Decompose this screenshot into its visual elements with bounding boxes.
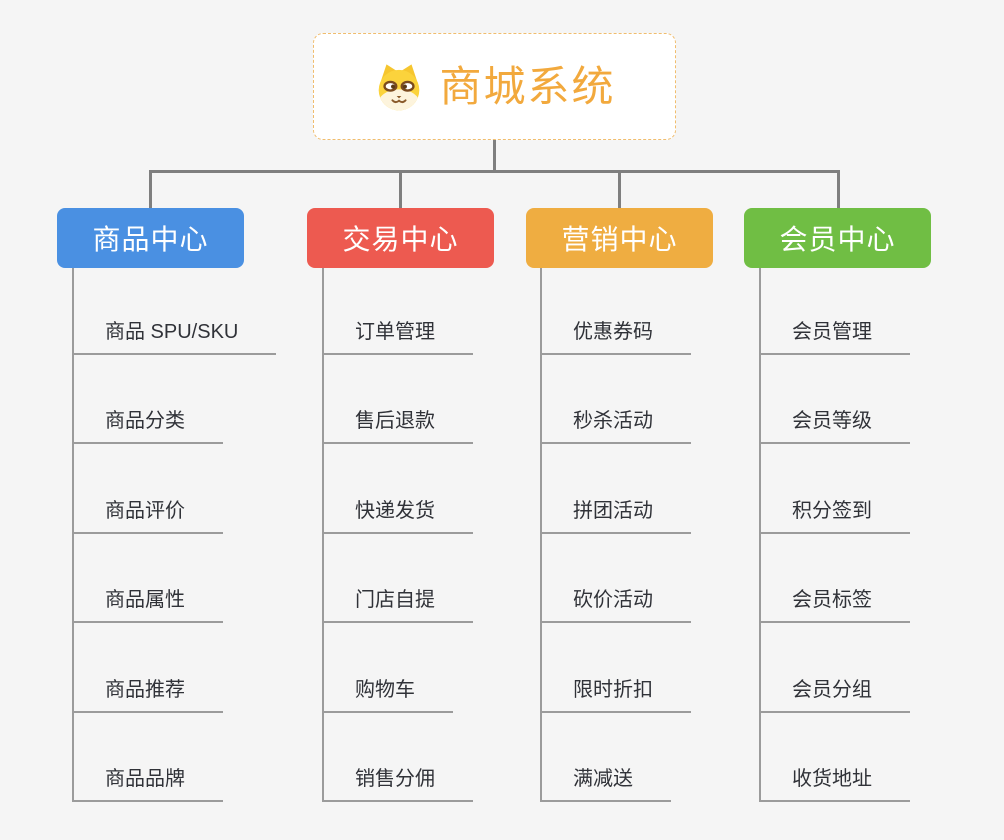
branch-label: 会员中心	[779, 224, 896, 255]
connector-children-line-product	[72, 266, 74, 802]
leaf-node[interactable]: 优惠券码	[540, 320, 691, 355]
leaf-node[interactable]: 限时折扣	[540, 678, 691, 713]
connector-children-line-trade	[322, 266, 324, 802]
leaf-node[interactable]: 会员等级	[759, 409, 910, 444]
leaf-node[interactable]: 会员分组	[759, 678, 910, 713]
leaf-node[interactable]: 秒杀活动	[540, 409, 691, 444]
connector-branch-stem-4	[837, 170, 840, 210]
connector-root-stem	[493, 140, 496, 172]
branch-node-product-center[interactable]: 商品中心	[57, 208, 244, 268]
leaf-node[interactable]: 订单管理	[322, 320, 473, 355]
leaf-node[interactable]: 商品分类	[72, 409, 223, 444]
root-title: 商城系统	[439, 62, 616, 110]
connector-branch-stem-1	[149, 170, 152, 210]
leaf-node[interactable]: 门店自提	[322, 588, 473, 623]
leaf-node[interactable]: 商品评价	[72, 499, 223, 534]
leaf-node[interactable]: 砍价活动	[540, 588, 691, 623]
leaf-node[interactable]: 购物车	[322, 678, 453, 713]
leaf-node[interactable]: 商品推荐	[72, 678, 223, 713]
dog-face-icon	[379, 63, 420, 110]
leaf-node[interactable]: 会员管理	[759, 320, 910, 355]
root-node[interactable]: 商城系统	[313, 33, 676, 140]
connector-branch-stem-3	[618, 170, 621, 210]
leaf-node[interactable]: 满减送	[540, 767, 671, 802]
leaf-node[interactable]: 商品属性	[72, 588, 223, 623]
leaf-node[interactable]: 快递发货	[322, 499, 473, 534]
leaf-node[interactable]: 销售分佣	[322, 767, 473, 802]
branch-node-trade-center[interactable]: 交易中心	[307, 208, 494, 268]
branch-label: 商品中心	[92, 224, 209, 255]
branch-node-marketing-center[interactable]: 营销中心	[526, 208, 713, 268]
branch-label: 交易中心	[342, 224, 459, 255]
leaf-node[interactable]: 售后退款	[322, 409, 473, 444]
connector-children-line-member	[759, 266, 761, 802]
branch-label: 营销中心	[561, 224, 678, 255]
leaf-node[interactable]: 商品品牌	[72, 767, 223, 802]
leaf-node[interactable]: 拼团活动	[540, 499, 691, 534]
leaf-node[interactable]: 会员标签	[759, 588, 910, 623]
leaf-node[interactable]: 商品 SPU/SKU	[72, 320, 277, 355]
connector-children-line-marketing	[540, 266, 542, 802]
leaf-node[interactable]: 收货地址	[759, 767, 910, 802]
connector-horizontal	[149, 170, 840, 173]
branch-node-member-center[interactable]: 会员中心	[744, 208, 931, 268]
connector-branch-stem-2	[399, 170, 402, 210]
leaf-node[interactable]: 积分签到	[759, 499, 910, 534]
